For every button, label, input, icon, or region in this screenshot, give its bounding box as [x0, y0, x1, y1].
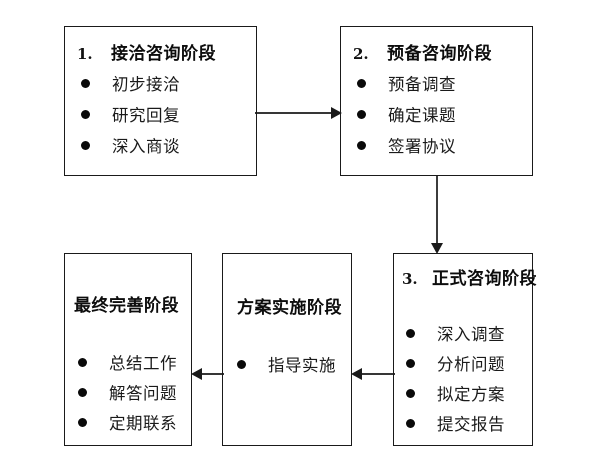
flow-node-3-number: 3. [402, 270, 418, 288]
flow-node-3-item-2-label: 拟定方案 [437, 385, 505, 404]
flow-node-1-item-0: 初步接洽 [65, 71, 256, 95]
flow-node-5-item-0-label: 总结工作 [109, 354, 177, 373]
flow-node-2-item-2-label: 签署协议 [388, 137, 456, 156]
flow-node-2-header: 2. 预备咨询阶段 [341, 39, 532, 64]
flow-node-1-number: 1. [77, 45, 93, 63]
bullet-icon [406, 358, 415, 368]
flow-node-3-title: 正式咨询阶段 [432, 269, 537, 289]
flow-node-3[interactable]: 3. 正式咨询阶段 深入调查 分析问题 拟定方案 提交报告 [393, 253, 537, 446]
arrow-node2-to-node3 [427, 175, 447, 255]
flow-node-2-item-1: 确定课题 [341, 102, 532, 126]
bullet-icon [357, 109, 366, 119]
bullet-icon [81, 109, 90, 119]
bullet-icon [406, 328, 415, 338]
flow-node-3-item-1-label: 分析问题 [437, 355, 505, 374]
flow-node-5-title: 最终完善阶段 [74, 296, 179, 316]
arrow-node1-to-node2 [255, 103, 343, 123]
flow-node-3-item-3-label: 提交报告 [437, 415, 505, 434]
bullet-icon [237, 359, 246, 369]
flow-node-4-item-0: 指导实施 [223, 352, 351, 376]
flow-node-4-title: 方案实施阶段 [237, 298, 342, 318]
flow-node-3-item-1: 分析问题 [394, 351, 532, 375]
flow-node-1-header: 1. 接洽咨询阶段 [65, 39, 256, 64]
flow-node-1-item-1: 研究回复 [65, 102, 256, 126]
flow-node-1[interactable]: 1. 接洽咨询阶段 初步接洽 研究回复 深入商谈 [64, 26, 257, 176]
flow-node-2-number: 2. [353, 45, 369, 63]
flow-node-2-item-0-label: 预备调查 [388, 75, 456, 94]
flow-node-5-item-0: 总结工作 [65, 350, 191, 374]
flow-node-2-item-2: 签署协议 [341, 133, 532, 157]
flow-node-3-item-0-label: 深入调查 [437, 325, 505, 344]
flow-node-1-item-1-label: 研究回复 [112, 106, 180, 125]
flow-node-4-header: 方案实施阶段 [223, 293, 351, 318]
flow-node-4-item-0-label: 指导实施 [268, 356, 336, 375]
flow-node-2-item-0: 预备调查 [341, 71, 532, 95]
flow-node-5-item-1: 解答问题 [65, 380, 191, 404]
bullet-icon [78, 417, 87, 427]
arrow-node3-to-node4 [350, 364, 395, 384]
flow-node-3-item-2: 拟定方案 [394, 381, 532, 405]
flow-node-1-title: 接洽咨询阶段 [111, 44, 216, 64]
bullet-icon [78, 387, 87, 397]
arrow-node4-to-node5 [190, 364, 224, 384]
flow-node-1-item-2: 深入商谈 [65, 133, 256, 157]
flow-node-3-item-3: 提交报告 [394, 411, 532, 435]
flow-node-1-item-0-label: 初步接洽 [112, 75, 180, 94]
flow-node-3-item-0: 深入调查 [394, 321, 532, 345]
flow-node-4[interactable]: 方案实施阶段 指导实施 [222, 253, 352, 446]
bullet-icon [357, 140, 366, 150]
flow-node-5-item-2: 定期联系 [65, 410, 191, 434]
bullet-icon [357, 78, 366, 88]
bullet-icon [81, 78, 90, 88]
flow-node-2-title: 预备咨询阶段 [387, 44, 492, 64]
flow-node-1-item-2-label: 深入商谈 [112, 137, 180, 156]
flow-node-2-item-1-label: 确定课题 [388, 106, 456, 125]
bullet-icon [406, 388, 415, 398]
flow-node-5-header: 最终完善阶段 [65, 291, 191, 316]
bullet-icon [406, 418, 415, 428]
flow-node-5-item-1-label: 解答问题 [109, 384, 177, 403]
flow-node-5[interactable]: 最终完善阶段 总结工作 解答问题 定期联系 [64, 253, 192, 446]
bullet-icon [81, 140, 90, 150]
flow-node-5-item-2-label: 定期联系 [109, 414, 177, 433]
flow-node-2[interactable]: 2. 预备咨询阶段 预备调查 确定课题 签署协议 [340, 26, 533, 176]
flow-node-3-header: 3. 正式咨询阶段 [394, 264, 537, 289]
bullet-icon [78, 357, 87, 367]
